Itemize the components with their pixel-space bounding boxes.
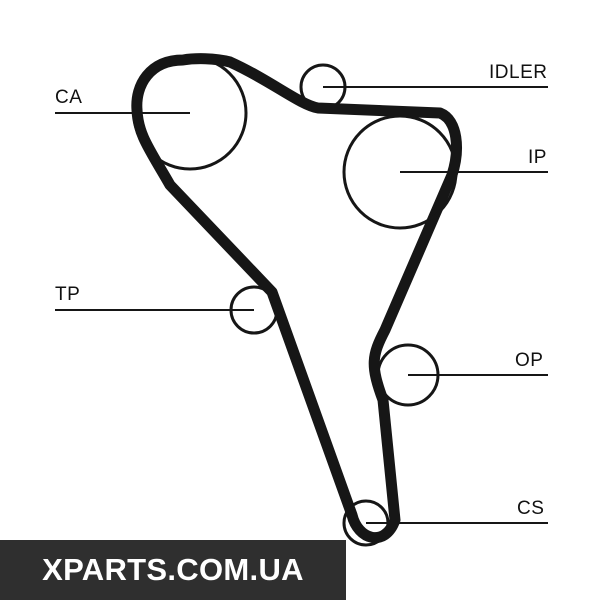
tp-label: TP xyxy=(55,284,81,305)
cs-label: CS xyxy=(517,498,545,519)
ip-label: IP xyxy=(528,147,547,168)
watermark-text: XPARTS.COM.UA xyxy=(42,552,304,587)
ca-label: CA xyxy=(55,87,83,108)
watermark-banner: XPARTS.COM.UA xyxy=(0,540,346,600)
idler-label: IDLER xyxy=(489,62,548,83)
timing-belt xyxy=(131,53,462,544)
op-label: OP xyxy=(515,350,544,371)
